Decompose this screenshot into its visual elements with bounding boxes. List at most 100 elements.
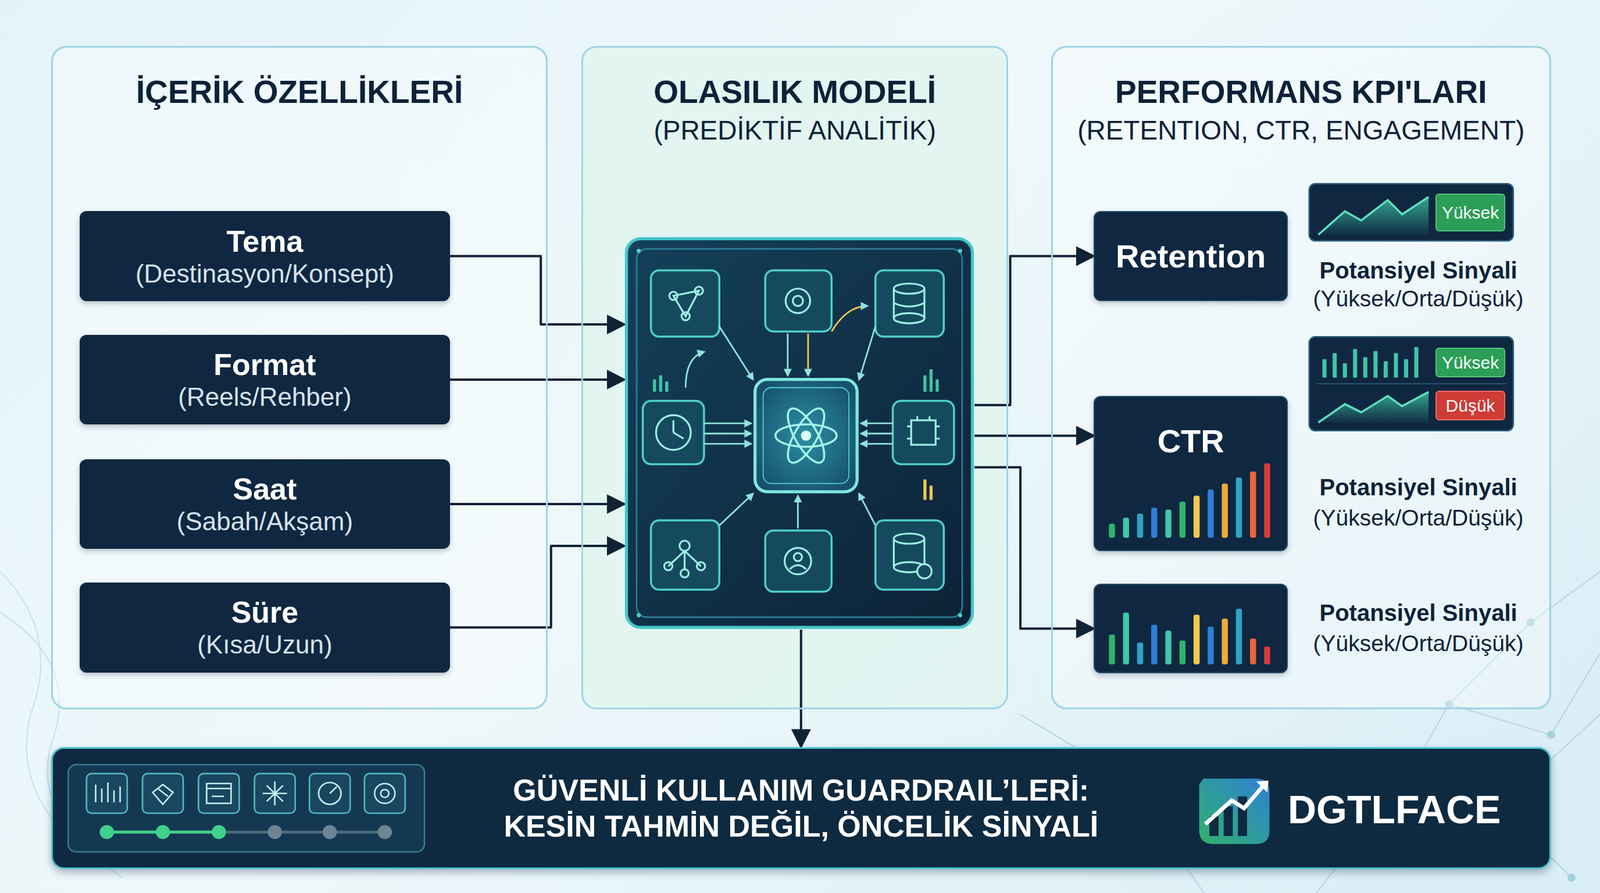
art-rect: [309, 773, 350, 813]
signal-scale: (Yüksek/Orta/Düşük): [1302, 284, 1535, 313]
signal-heading: Potansiyel Sinyali: [1302, 598, 1535, 627]
art-path: [797, 495, 799, 529]
node-title: Saat: [233, 471, 298, 507]
chart-bar: [1208, 489, 1214, 538]
feature-box: Saat(Sabah/Akşam): [79, 459, 450, 549]
art-rect: [1332, 352, 1337, 378]
art-rect: [763, 387, 849, 484]
art-ellipse: [893, 313, 925, 324]
art-rect: [1393, 352, 1398, 378]
art-g: [1322, 347, 1419, 378]
node-title: Format: [213, 347, 316, 382]
art-rect: [929, 369, 933, 392]
chart-bar: [1151, 624, 1158, 664]
art-g: [636, 248, 963, 618]
node-title: Yüksek: [1441, 202, 1499, 223]
art-rect: [1309, 183, 1514, 241]
node-title: Yüksek: [1441, 352, 1499, 373]
flow-arrow: [974, 434, 1094, 437]
art-circle: [1567, 873, 1576, 882]
chart-bar: [1222, 618, 1228, 665]
chart-bar: [1137, 513, 1144, 538]
art-rect: [893, 401, 955, 465]
art-line: [106, 830, 385, 834]
kpi-box: [1093, 583, 1288, 674]
chart-bar: [1250, 638, 1256, 664]
art-rect: [1322, 359, 1327, 378]
flow-arrow: [800, 629, 803, 748]
chart-bar: [1264, 463, 1271, 538]
art-rect: [665, 381, 669, 392]
art-circle: [958, 248, 963, 253]
art-path: [1318, 391, 1430, 423]
node-title: GÜVENLİ KULLANIM GUARDRAIL’LERİ: KESİN T…: [487, 772, 1115, 845]
chart-bar: [1151, 507, 1158, 538]
art-rect: [929, 485, 933, 500]
art-ellipse: [775, 424, 837, 448]
chart-bar: [1109, 523, 1116, 538]
node-subtitle: (PREDİKTİF ANALİTİK): [583, 111, 1007, 150]
input-panel: İÇERİK ÖZELLİKLERİTema(Destinasyon/Konse…: [51, 45, 549, 710]
art-path: [787, 333, 789, 376]
art-g: [656, 283, 941, 579]
art-circle: [917, 564, 932, 580]
panel-fills: [52, 48, 1549, 708]
kpi-panel: PERFORMANS KPI'LARI(RETENTION, CTR, ENGA…: [1051, 45, 1552, 710]
feature-box: Format(Reels/Rehber): [79, 334, 450, 425]
art-circle: [155, 825, 171, 839]
art-rect: [52, 48, 546, 708]
art-circle: [318, 782, 342, 805]
art-rect: [1363, 356, 1368, 378]
art-rect: [923, 375, 927, 392]
art-rect: [911, 420, 936, 445]
art-rect: [1352, 348, 1357, 378]
art-circle: [636, 248, 641, 253]
art-circle: [322, 825, 338, 839]
art-rect: [1309, 336, 1514, 431]
art-rect: [1223, 806, 1233, 837]
node-subtitle: (Kısa/Uzun): [197, 629, 332, 660]
art-g: [99, 825, 392, 839]
art-rect: [86, 773, 128, 813]
signal-heading: Potansiyel Sinyali: [1302, 256, 1535, 285]
art-path: [329, 786, 337, 794]
art-path: [668, 551, 702, 570]
chart-bar: [1222, 483, 1228, 538]
art-path: [685, 351, 705, 388]
node-title: İÇERİK ÖZELLİKLERİ: [52, 72, 547, 112]
chart-bar: [1179, 640, 1186, 665]
signal-badge: Yüksek: [1435, 347, 1505, 378]
chart-bar: [1264, 646, 1271, 665]
art-ellipse: [893, 533, 925, 545]
signal-heading: Potansiyel Sinyali: [1302, 473, 1535, 502]
signal-card-2: [1309, 336, 1514, 431]
ctr-bar-chart: [1094, 397, 1287, 550]
art-g: [652, 369, 939, 500]
chart-bar: [1109, 634, 1116, 664]
art-circle: [267, 825, 282, 839]
art-path: [861, 432, 893, 435]
node-title: OLASILIK MODELİ: [583, 72, 1007, 112]
art-g: [775, 403, 837, 469]
kpi-box: Retention: [1093, 211, 1288, 301]
flow-arrow: [974, 256, 1094, 406]
chart-bar: [1236, 477, 1242, 538]
node-title: Tema: [226, 223, 303, 259]
art-circle: [99, 825, 114, 839]
art-path: [1205, 784, 1265, 824]
chart-bar: [1193, 495, 1200, 538]
art-path: [95, 782, 120, 803]
art-rect: [765, 270, 832, 332]
art-path: [152, 784, 173, 805]
art-path: [893, 302, 925, 307]
feature-box: Süre(Kısa/Uzun): [79, 582, 450, 673]
model-illustration: [624, 236, 975, 630]
node-subtitle: (Sabah/Akşam): [176, 506, 353, 537]
art-g: [95, 781, 395, 806]
art-path: [704, 422, 752, 425]
art-polyline: [1318, 391, 1430, 423]
art-rect: [923, 479, 927, 500]
art-circle: [679, 540, 691, 552]
node-title: Retention: [1115, 237, 1266, 275]
